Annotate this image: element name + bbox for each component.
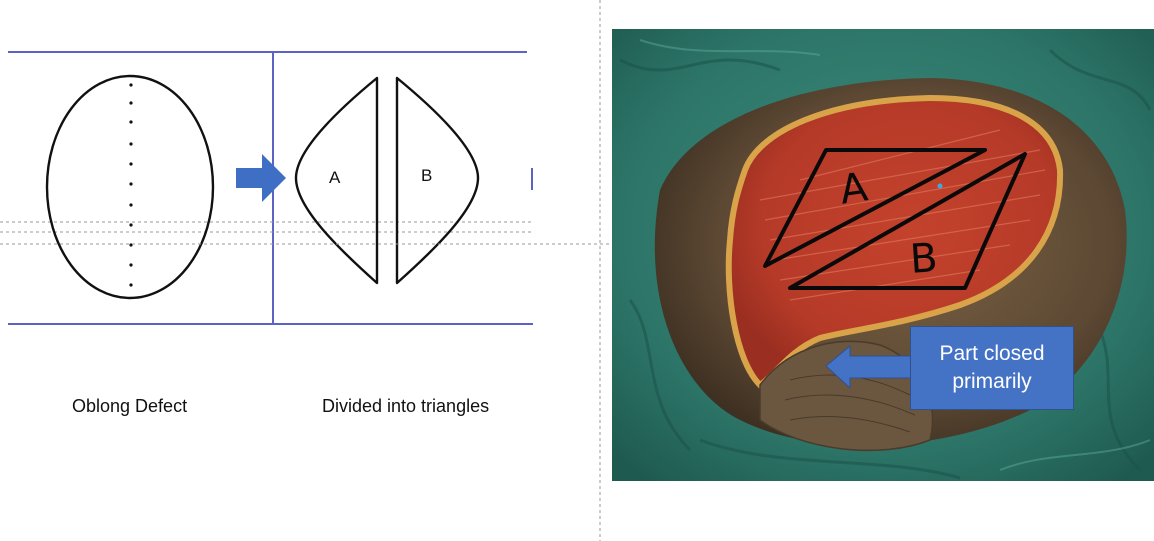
defect-diagram xyxy=(0,52,533,324)
transform-arrow xyxy=(236,154,286,202)
defect-dotted-axis xyxy=(129,83,132,286)
marker-dot xyxy=(938,184,943,189)
triangle-a-label: A xyxy=(329,168,340,188)
triangle-b-shape xyxy=(397,78,478,283)
callout-text-line1: Part closed xyxy=(939,340,1044,368)
callout-box: Part closed primarily xyxy=(910,326,1074,410)
divided-triangles-caption: Divided into triangles xyxy=(322,396,489,417)
photo-label-b: B xyxy=(908,235,939,283)
callout-text-line2: primarily xyxy=(952,368,1031,396)
clinical-photo xyxy=(612,29,1154,481)
oblong-defect-caption: Oblong Defect xyxy=(72,396,187,417)
triangle-b-label: B xyxy=(421,166,432,186)
